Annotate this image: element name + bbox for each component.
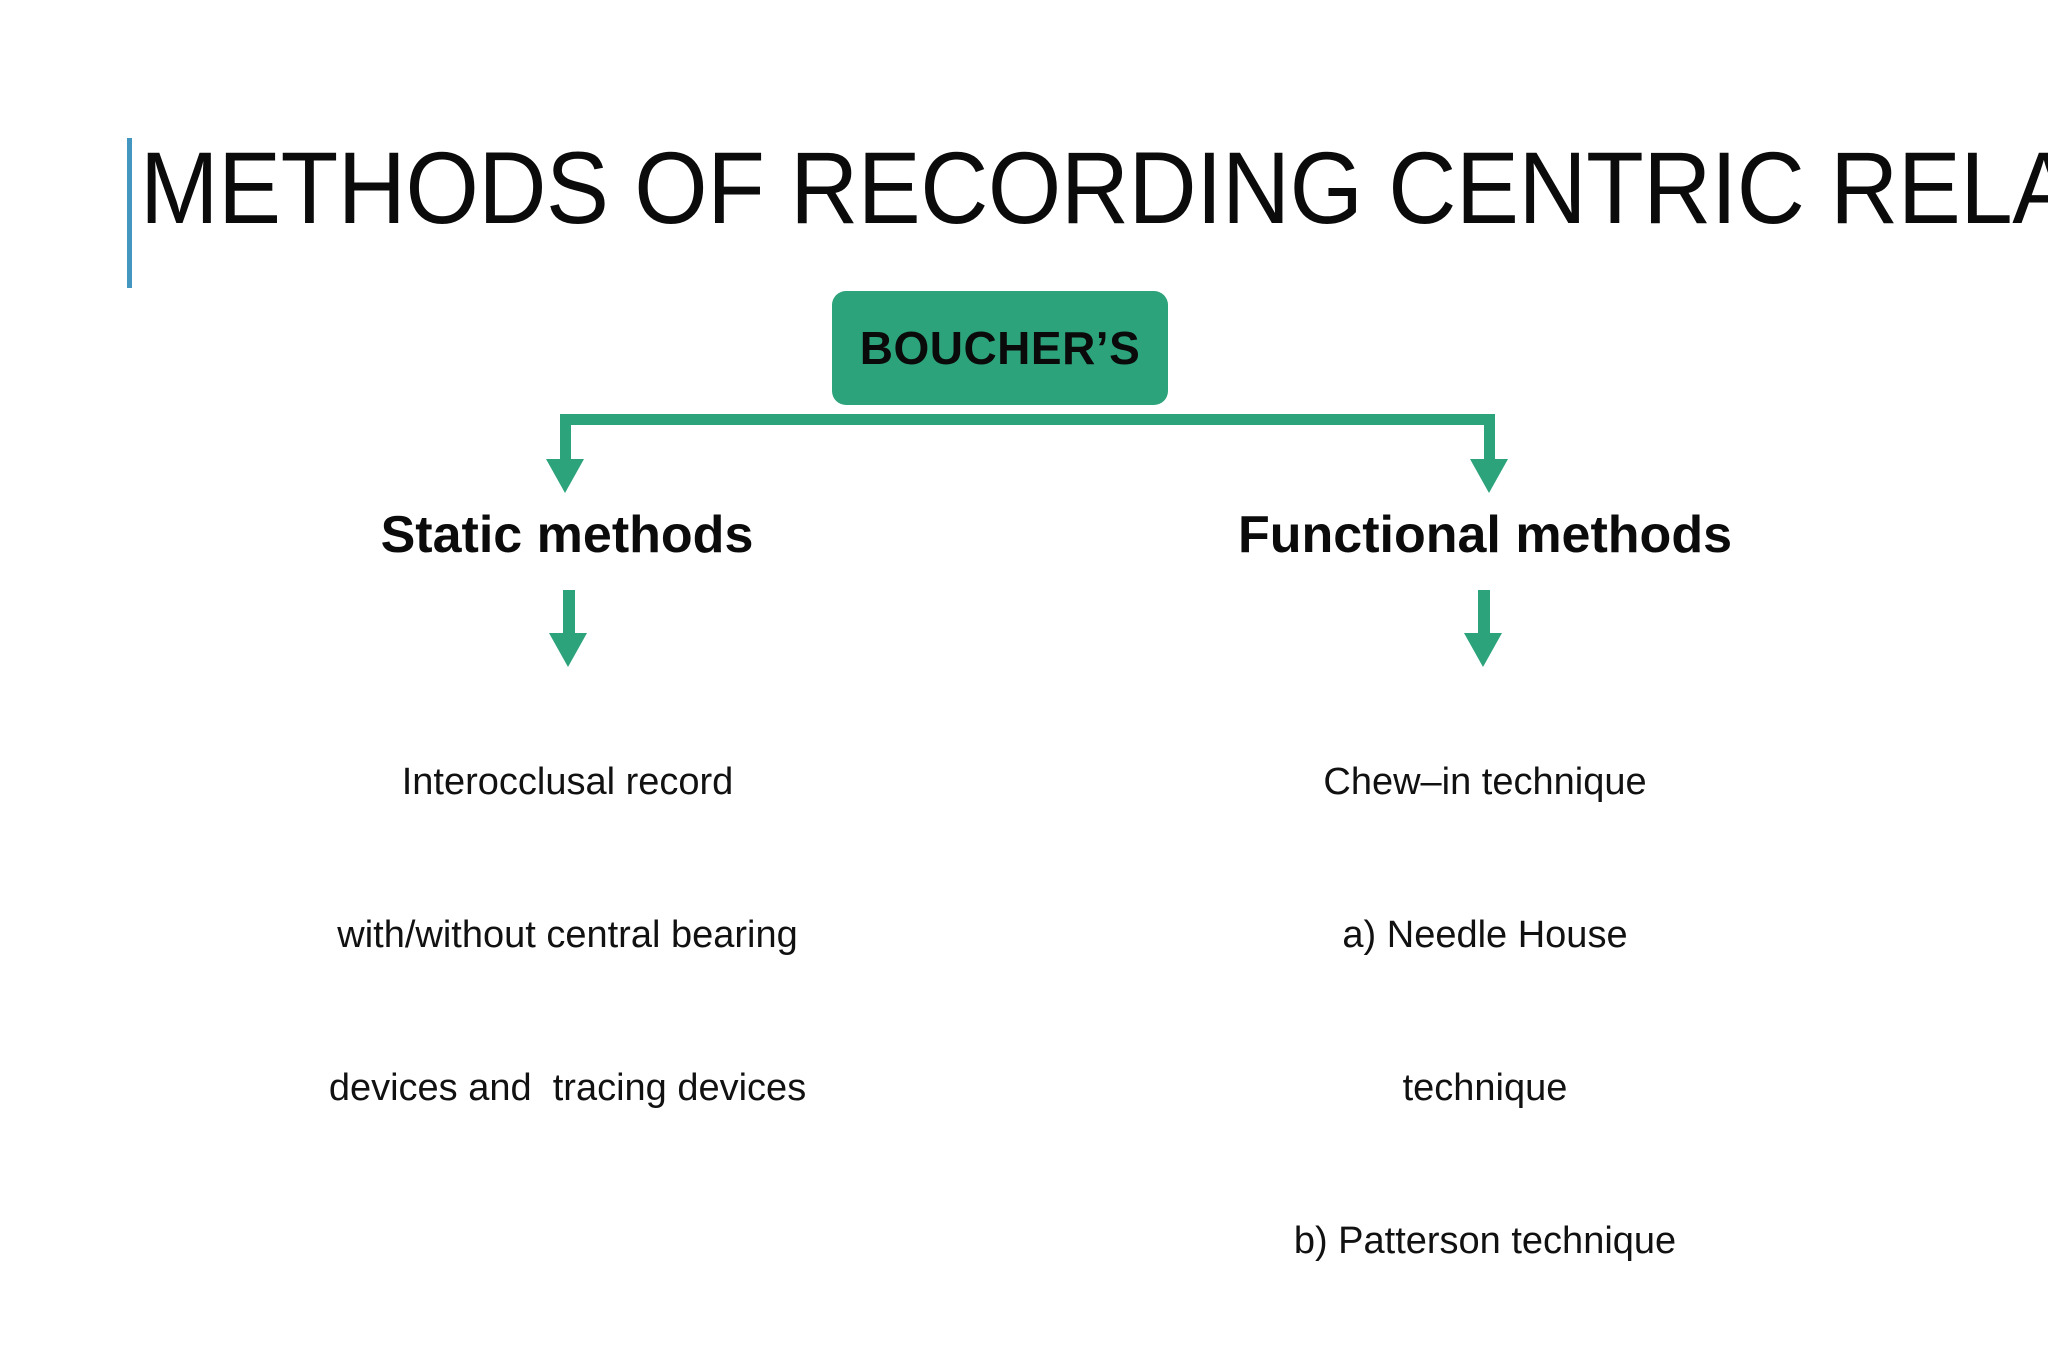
branch-body-line: devices and tracing devices — [328, 1067, 807, 1109]
branch-body-line: Chew–in technique — [1323, 761, 1647, 803]
branch-body-line: a) Needle House — [1342, 914, 1628, 956]
branch-heading-static: Static methods — [380, 506, 754, 564]
connector-horizontal-line — [560, 414, 1495, 425]
branch-left-arrow-stem — [563, 590, 575, 636]
branch-body-static: Interocclusal record with/without centra… — [240, 655, 895, 1216]
connector-right-stem — [1484, 414, 1495, 462]
page-title: METHODS OF RECORDING CENTRIC RELATION — [140, 131, 2048, 245]
branch-body-functional: Chew–in technique a) Needle House techni… — [1250, 655, 1720, 1369]
arrow-down-icon-functional-detail — [1464, 633, 1502, 667]
branch-body-line: technique — [1402, 1067, 1568, 1109]
slide-canvas: METHODS OF RECORDING CENTRIC RELATION BO… — [127, 131, 2048, 1262]
branch-body-line: with/without central bearing — [337, 914, 798, 956]
arrow-down-icon-left-branch — [546, 459, 584, 493]
branch-heading-functional: Functional methods — [1238, 506, 1732, 564]
arrow-down-icon-right-branch — [1470, 459, 1508, 493]
title-accent-bar — [127, 138, 132, 288]
branch-body-line: Interocclusal record — [401, 761, 734, 803]
branch-right-arrow-stem — [1478, 590, 1490, 636]
diagram-root-node-label: BOUCHER’S — [859, 322, 1141, 374]
connector-left-stem — [560, 414, 571, 462]
diagram-root-node[interactable]: BOUCHER’S — [832, 291, 1168, 405]
arrow-down-icon-static-detail — [549, 633, 587, 667]
branch-body-line: b) Patterson technique — [1293, 1220, 1677, 1262]
